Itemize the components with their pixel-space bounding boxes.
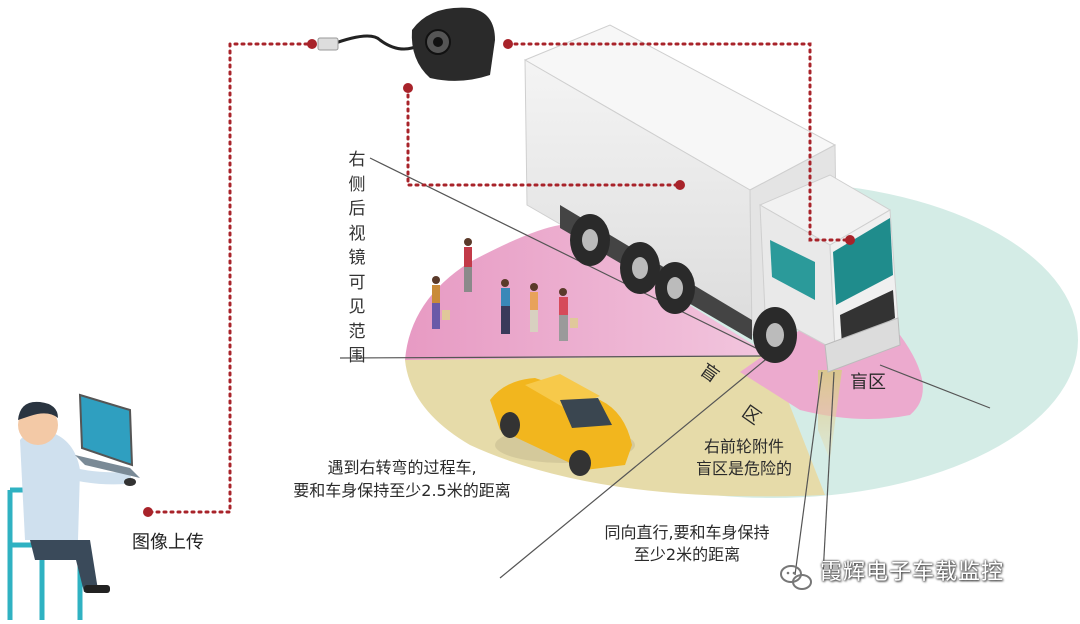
image-upload-label: 图像上传 bbox=[132, 532, 204, 553]
wheel-blind-label-line1: 右前轮附件 bbox=[703, 437, 784, 456]
laptop-screen bbox=[78, 393, 134, 467]
zone-pink-mirror bbox=[405, 225, 770, 360]
ground-line-left bbox=[339, 355, 771, 359]
operator-shoe bbox=[84, 585, 110, 593]
boundary-lines bbox=[339, 157, 991, 579]
car-wheel-front bbox=[569, 450, 591, 476]
pedestrian-1 bbox=[432, 276, 450, 329]
turn-distance-label-line1: 遇到右转弯的过程车, bbox=[327, 458, 477, 477]
turn-distance-label-line2: 要和车身保持至少2.5米的距离 bbox=[293, 481, 511, 500]
camera-plug bbox=[317, 37, 339, 51]
computer-mouse bbox=[124, 478, 136, 486]
watermark-text: 霞辉电子车载监控 bbox=[820, 560, 1005, 585]
pedestrian-3 bbox=[501, 279, 510, 334]
pedestrian-5 bbox=[559, 288, 578, 341]
truck-windshield bbox=[833, 218, 893, 305]
mirror-view-label: 右侧后视镜可见范围 bbox=[348, 150, 366, 366]
truck-bumper bbox=[824, 317, 901, 373]
truck-side-window bbox=[770, 240, 815, 300]
wheel-beam-line-1 bbox=[794, 371, 823, 576]
straight-distance-label-line1: 同向直行,要和车身保持 bbox=[604, 523, 770, 542]
wheel-blind-label-line2: 盲区是危险的 bbox=[695, 459, 792, 478]
wechat-icon bbox=[780, 565, 812, 590]
straight-distance-label-line2: 至少2米的距离 bbox=[633, 545, 741, 564]
turn-distance-line bbox=[499, 355, 771, 579]
car-wheel-rear bbox=[500, 412, 520, 438]
pedestrian-2 bbox=[464, 238, 472, 292]
operator-torso bbox=[20, 431, 80, 540]
blind-zone-label: 盲区 bbox=[850, 372, 886, 393]
laptop-base bbox=[75, 455, 140, 478]
laptop-keys bbox=[86, 455, 122, 465]
connector-dots bbox=[143, 39, 855, 517]
connectors bbox=[148, 42, 852, 514]
truck-grille bbox=[840, 290, 895, 345]
zone-right-wheel-beam bbox=[818, 370, 842, 460]
operator-figure bbox=[7, 393, 140, 620]
operator-hair bbox=[18, 401, 58, 420]
camera-device bbox=[317, 7, 495, 81]
pedestrians bbox=[432, 238, 578, 341]
taxi-car bbox=[490, 374, 635, 476]
operator-legs bbox=[30, 540, 98, 592]
truck bbox=[523, 24, 901, 373]
upload-connector bbox=[148, 42, 320, 514]
mirror-boundary-line bbox=[369, 157, 771, 356]
operator-arm bbox=[54, 464, 131, 485]
camera-to-cab-connector bbox=[506, 42, 852, 242]
camera-body bbox=[411, 7, 495, 81]
camera-to-box-connector bbox=[406, 86, 682, 187]
wheel-beam-line-2 bbox=[822, 371, 835, 576]
pedestrian-4 bbox=[530, 283, 538, 332]
camera-cable bbox=[329, 34, 421, 51]
front-boundary-line bbox=[879, 364, 991, 409]
car-window bbox=[560, 398, 612, 428]
